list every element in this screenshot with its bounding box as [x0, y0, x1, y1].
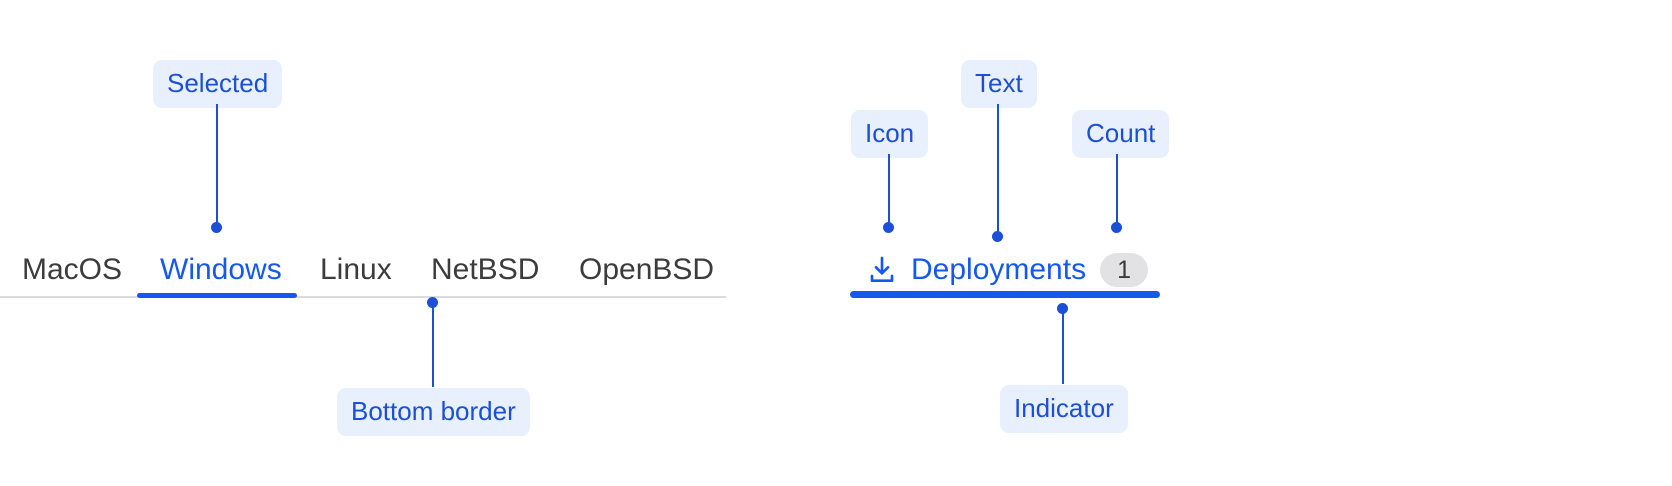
tab-linux[interactable]: Linux	[320, 253, 392, 286]
download-icon	[866, 254, 911, 286]
tab-openbsd[interactable]: OpenBSD	[579, 253, 715, 286]
tabstrip-bottom-border	[0, 296, 726, 298]
annotation-selected-label: Selected	[153, 60, 283, 108]
annotation-bottom-border-label: Bottom border	[337, 388, 530, 436]
annotation-count-leader-dot	[1111, 222, 1122, 233]
tab-windows[interactable]: Windows	[160, 253, 282, 286]
annotation-text-leader-line	[997, 104, 999, 237]
tab-netbsd[interactable]: NetBSD	[431, 253, 540, 286]
annotation-icon-label: Icon	[851, 110, 929, 158]
tab-deployments[interactable]: Deployments 1	[866, 247, 1149, 293]
annotation-text-leader-dot	[992, 231, 1003, 242]
annotation-indicator-leader-line	[1062, 308, 1064, 384]
os-tabstrip: MacOS Windows Linux NetBSD OpenBSD	[0, 248, 726, 298]
tab-deployments-label: Deployments	[911, 253, 1087, 286]
annotation-count-label: Count	[1072, 110, 1170, 158]
annotation-bottom-border-leader-line	[432, 302, 434, 387]
tab-macos[interactable]: MacOS	[22, 253, 123, 286]
annotation-text-label: Text	[961, 60, 1037, 108]
annotation-icon-leader-line	[888, 154, 890, 227]
annotation-indicator-label: Indicator	[1000, 385, 1128, 433]
tab-windows-active-indicator	[137, 293, 297, 298]
tab-deployments-active-indicator	[850, 291, 1160, 298]
annotation-selected-leader-line	[216, 104, 218, 227]
annotation-selected-leader-dot	[211, 222, 222, 233]
annotation-count-leader-line	[1116, 154, 1118, 227]
annotation-icon-leader-dot	[883, 222, 894, 233]
tab-deployments-count-badge: 1	[1100, 253, 1149, 287]
